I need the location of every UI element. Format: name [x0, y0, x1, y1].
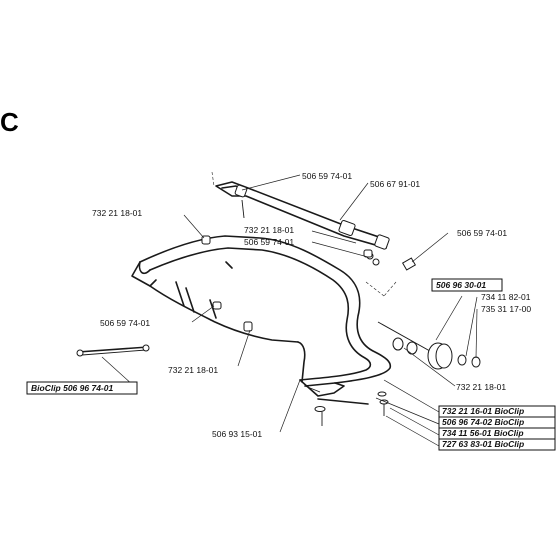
- boxed-bioclip-506-96-74-01: BioClip 506 96 74-01: [31, 383, 113, 393]
- label-506-67-91-01: 506 67 91-01: [370, 179, 420, 189]
- label-506-59-74-01-mid: 506 59 74-01: [244, 237, 294, 247]
- label-734-11-82-01: 734 11 82-01: [481, 292, 531, 302]
- label-506-93-15-01: 506 93 15-01: [212, 429, 262, 439]
- boxed-734-11-56-01: 734 11 56-01 BioClip: [442, 428, 524, 438]
- leader-lines: [101, 171, 478, 447]
- boxed-labels: 506 96 30-01 BioClip 506 96 74-01 732 21…: [26, 278, 556, 451]
- boxed-732-21-16-01: 732 21 16-01 BioClip: [442, 406, 524, 416]
- label-506-59-74-01-right: 506 59 74-01: [457, 228, 507, 238]
- wheel-assembly: [377, 321, 481, 370]
- label-732-21-18-01-mid: 732 21 18-01: [244, 225, 294, 235]
- frame-assembly: [131, 235, 392, 397]
- label-506-59-74-01-top: 506 59 74-01: [302, 171, 352, 181]
- hardware: [76, 235, 389, 426]
- boxed-506-96-30-01: 506 96 30-01: [436, 280, 486, 290]
- label-732-21-18-01-lower: 732 21 18-01: [168, 365, 218, 375]
- nut-2: [243, 321, 253, 332]
- section-letter: C: [0, 107, 19, 137]
- labels: 506 59 74-01 506 67 91-01 732 21 18-01 7…: [92, 171, 531, 439]
- label-506-59-74-01-left: 506 59 74-01: [100, 318, 150, 328]
- label-735-31-17-00: 735 31 17-00: [481, 304, 531, 314]
- label-732-21-18-01-left: 732 21 18-01: [92, 208, 142, 218]
- boxed-506-96-74-02: 506 96 74-02 BioClip: [442, 417, 524, 427]
- lever-assembly: [215, 181, 417, 271]
- bioclip-strap: [77, 346, 149, 353]
- label-732-21-18-01-wheel: 732 21 18-01: [456, 382, 506, 392]
- boxed-727-63-83-01: 727 63 83-01 BioClip: [442, 439, 524, 449]
